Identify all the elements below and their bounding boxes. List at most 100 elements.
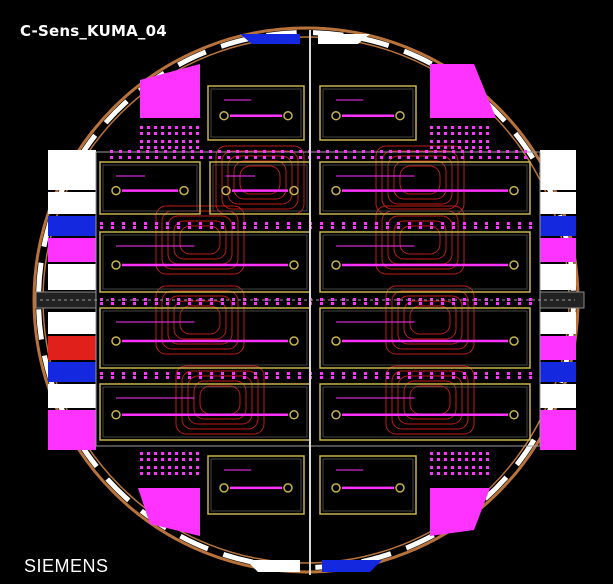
bond-pad — [182, 126, 185, 129]
bond-pad — [182, 150, 185, 153]
bond-pad — [227, 156, 230, 159]
electrode-pad — [331, 110, 341, 121]
bond-pad — [386, 222, 389, 225]
bond-pad — [353, 376, 356, 379]
bond-pad — [243, 226, 246, 229]
bond-pad — [389, 150, 392, 153]
bond-pad — [276, 222, 279, 225]
bond-pad — [452, 372, 455, 375]
bond-pad — [182, 156, 185, 159]
bond-pad — [196, 126, 199, 129]
bond-pad — [140, 132, 143, 135]
bond-pad — [451, 132, 454, 135]
bond-pad — [144, 298, 147, 301]
electrode-pad — [111, 336, 121, 346]
bond-pad — [173, 156, 176, 159]
electrode-pad — [395, 110, 405, 121]
sensor-die — [319, 85, 417, 141]
bond-pad — [430, 226, 433, 229]
bond-pad — [458, 140, 461, 143]
bond-pad — [199, 298, 202, 301]
bond-pad — [458, 452, 461, 455]
bond-pad — [461, 156, 464, 159]
bond-pad — [451, 466, 454, 469]
bond-pad — [221, 372, 224, 375]
die-inner-outline — [322, 234, 528, 290]
bond-pad — [254, 156, 257, 159]
bond-pad — [265, 226, 268, 229]
bond-pad — [465, 452, 468, 455]
bond-pad — [199, 376, 202, 379]
bond-pad — [486, 466, 489, 469]
bond-pad — [140, 458, 143, 461]
bond-pad — [425, 156, 428, 159]
bond-pad — [458, 146, 461, 149]
chip-title: C-Sens_KUMA_04 — [20, 22, 167, 40]
bond-pad — [419, 222, 422, 225]
bond-pad — [342, 222, 345, 225]
top-marker-blue — [240, 34, 300, 44]
bond-pad — [463, 298, 466, 301]
bond-pad — [486, 126, 489, 129]
bond-pad — [111, 372, 114, 375]
bond-pad — [147, 472, 150, 475]
bond-pad — [276, 226, 279, 229]
bond-pad — [425, 150, 428, 153]
bond-pad — [529, 222, 532, 225]
bond-pad — [227, 150, 230, 153]
bond-pad — [200, 150, 203, 153]
brand-logo-text: SIEMENS — [24, 556, 109, 576]
die-inner-outline — [102, 164, 198, 212]
bond-pad — [188, 222, 191, 225]
bond-pad — [496, 302, 499, 305]
left-side-marker — [48, 150, 96, 190]
bond-pad — [320, 302, 323, 305]
electrode-pad — [509, 185, 519, 196]
bond-pad — [298, 376, 301, 379]
bond-pad — [444, 452, 447, 455]
bond-pad — [221, 222, 224, 225]
bond-pad — [317, 156, 320, 159]
bond-pad — [111, 302, 114, 305]
sensor-die — [99, 161, 201, 215]
bond-pad — [166, 222, 169, 225]
left-side-marker — [48, 384, 96, 408]
electrode-pad — [331, 260, 341, 270]
bond-pad — [182, 452, 185, 455]
bond-pad — [485, 222, 488, 225]
bond-pad — [166, 302, 169, 305]
bond-pad — [518, 222, 521, 225]
bond-pad — [196, 146, 199, 149]
corner-block-bottom-left — [138, 488, 200, 536]
bond-pad — [486, 146, 489, 149]
bond-pad — [154, 472, 157, 475]
bond-pad — [173, 150, 176, 153]
bond-pad — [168, 146, 171, 149]
trace-loop — [391, 290, 469, 350]
bond-pad — [254, 150, 257, 153]
bond-pad — [463, 222, 466, 225]
bond-pad — [353, 226, 356, 229]
bond-pad — [518, 376, 521, 379]
trace-loop — [233, 160, 287, 200]
bond-pad — [164, 150, 167, 153]
bond-pad — [465, 458, 468, 461]
bond-pad — [119, 150, 122, 153]
bond-pad — [451, 126, 454, 129]
bond-pad — [506, 150, 509, 153]
bond-pad — [168, 452, 171, 455]
left-side-marker — [48, 192, 96, 214]
bond-pad — [155, 222, 158, 225]
bond-pad — [419, 302, 422, 305]
bond-pad — [189, 146, 192, 149]
bond-pad — [209, 156, 212, 159]
electrode-pad — [111, 185, 121, 196]
bond-pad — [485, 226, 488, 229]
trace-loop — [403, 380, 457, 420]
bond-pad — [189, 458, 192, 461]
bond-pad — [154, 466, 157, 469]
bond-pad — [263, 150, 266, 153]
bond-pad — [397, 226, 400, 229]
bond-pad — [529, 298, 532, 301]
bond-pad — [164, 156, 167, 159]
